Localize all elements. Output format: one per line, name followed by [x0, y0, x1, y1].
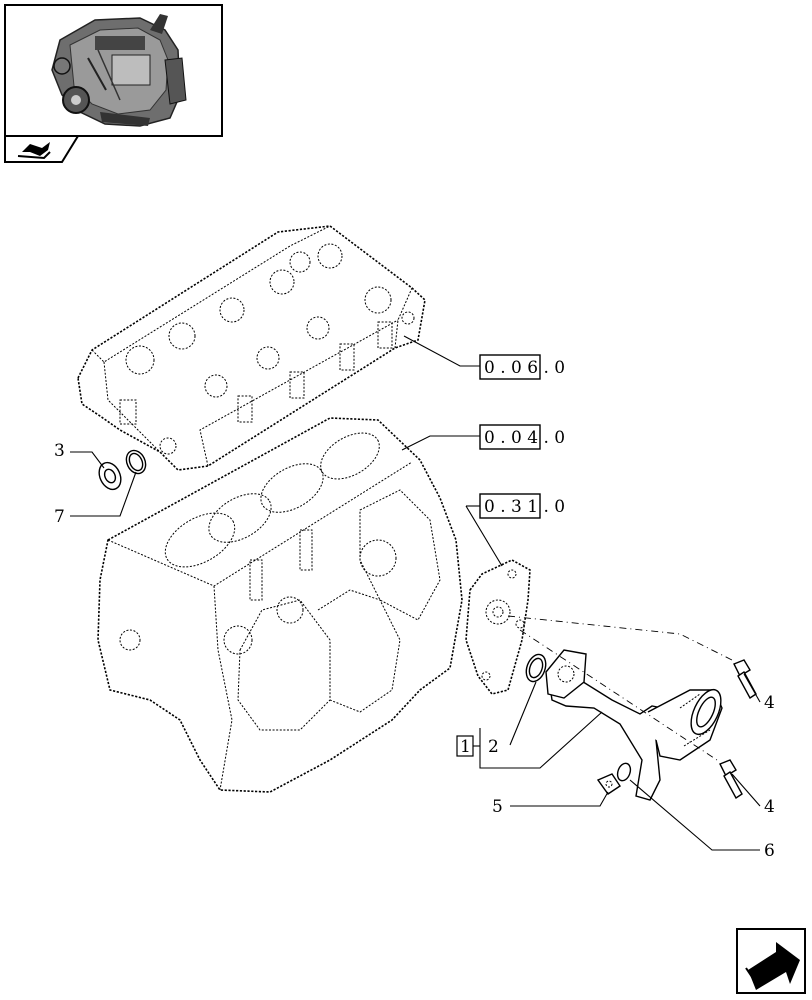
- callout-3: 3: [54, 441, 65, 461]
- cylinder-block: [97, 417, 463, 793]
- ref-cylinder-block[interactable]: 0 . 0 4 . 0: [479, 424, 565, 450]
- oil-pump: [465, 559, 531, 695]
- thumbnail-tab[interactable]: [4, 135, 80, 163]
- seal-7: [125, 449, 147, 475]
- ref-oil-pump[interactable]: 0 . 3 1 . 0: [479, 493, 565, 519]
- cylinder-head: [77, 225, 426, 471]
- plug-5: [596, 773, 621, 795]
- ref-oil-pump-label: 0 . 3 1 . 0: [484, 497, 565, 517]
- callout-4-upper: 4: [764, 693, 775, 713]
- ref-cylinder-head-label: 0 . 0 6 . 0: [484, 358, 565, 378]
- callout-bracket-1: 1: [460, 737, 471, 757]
- callout-6: 6: [764, 841, 775, 861]
- ref-cylinder-head[interactable]: 0 . 0 6 . 0: [479, 354, 565, 380]
- engine-thumbnail[interactable]: [4, 4, 223, 137]
- next-page-arrow-icon: [745, 942, 800, 990]
- callout-5: 5: [492, 797, 503, 817]
- seal-6: [616, 762, 632, 782]
- ref-cylinder-block-label: 0 . 0 4 . 0: [484, 428, 565, 448]
- callout-2: 2: [488, 737, 499, 757]
- bolt-4-lower: [719, 759, 743, 800]
- next-page-button[interactable]: [736, 928, 806, 994]
- oil-suction-pipe: [545, 649, 723, 801]
- bolt-4-upper: [733, 659, 757, 700]
- callout-7: 7: [54, 507, 65, 527]
- plug-3: [98, 461, 122, 491]
- engine-thumbnail-icon: [51, 14, 187, 127]
- arrow-tab-icon: [17, 142, 51, 160]
- callout-4-lower: 4: [764, 797, 775, 817]
